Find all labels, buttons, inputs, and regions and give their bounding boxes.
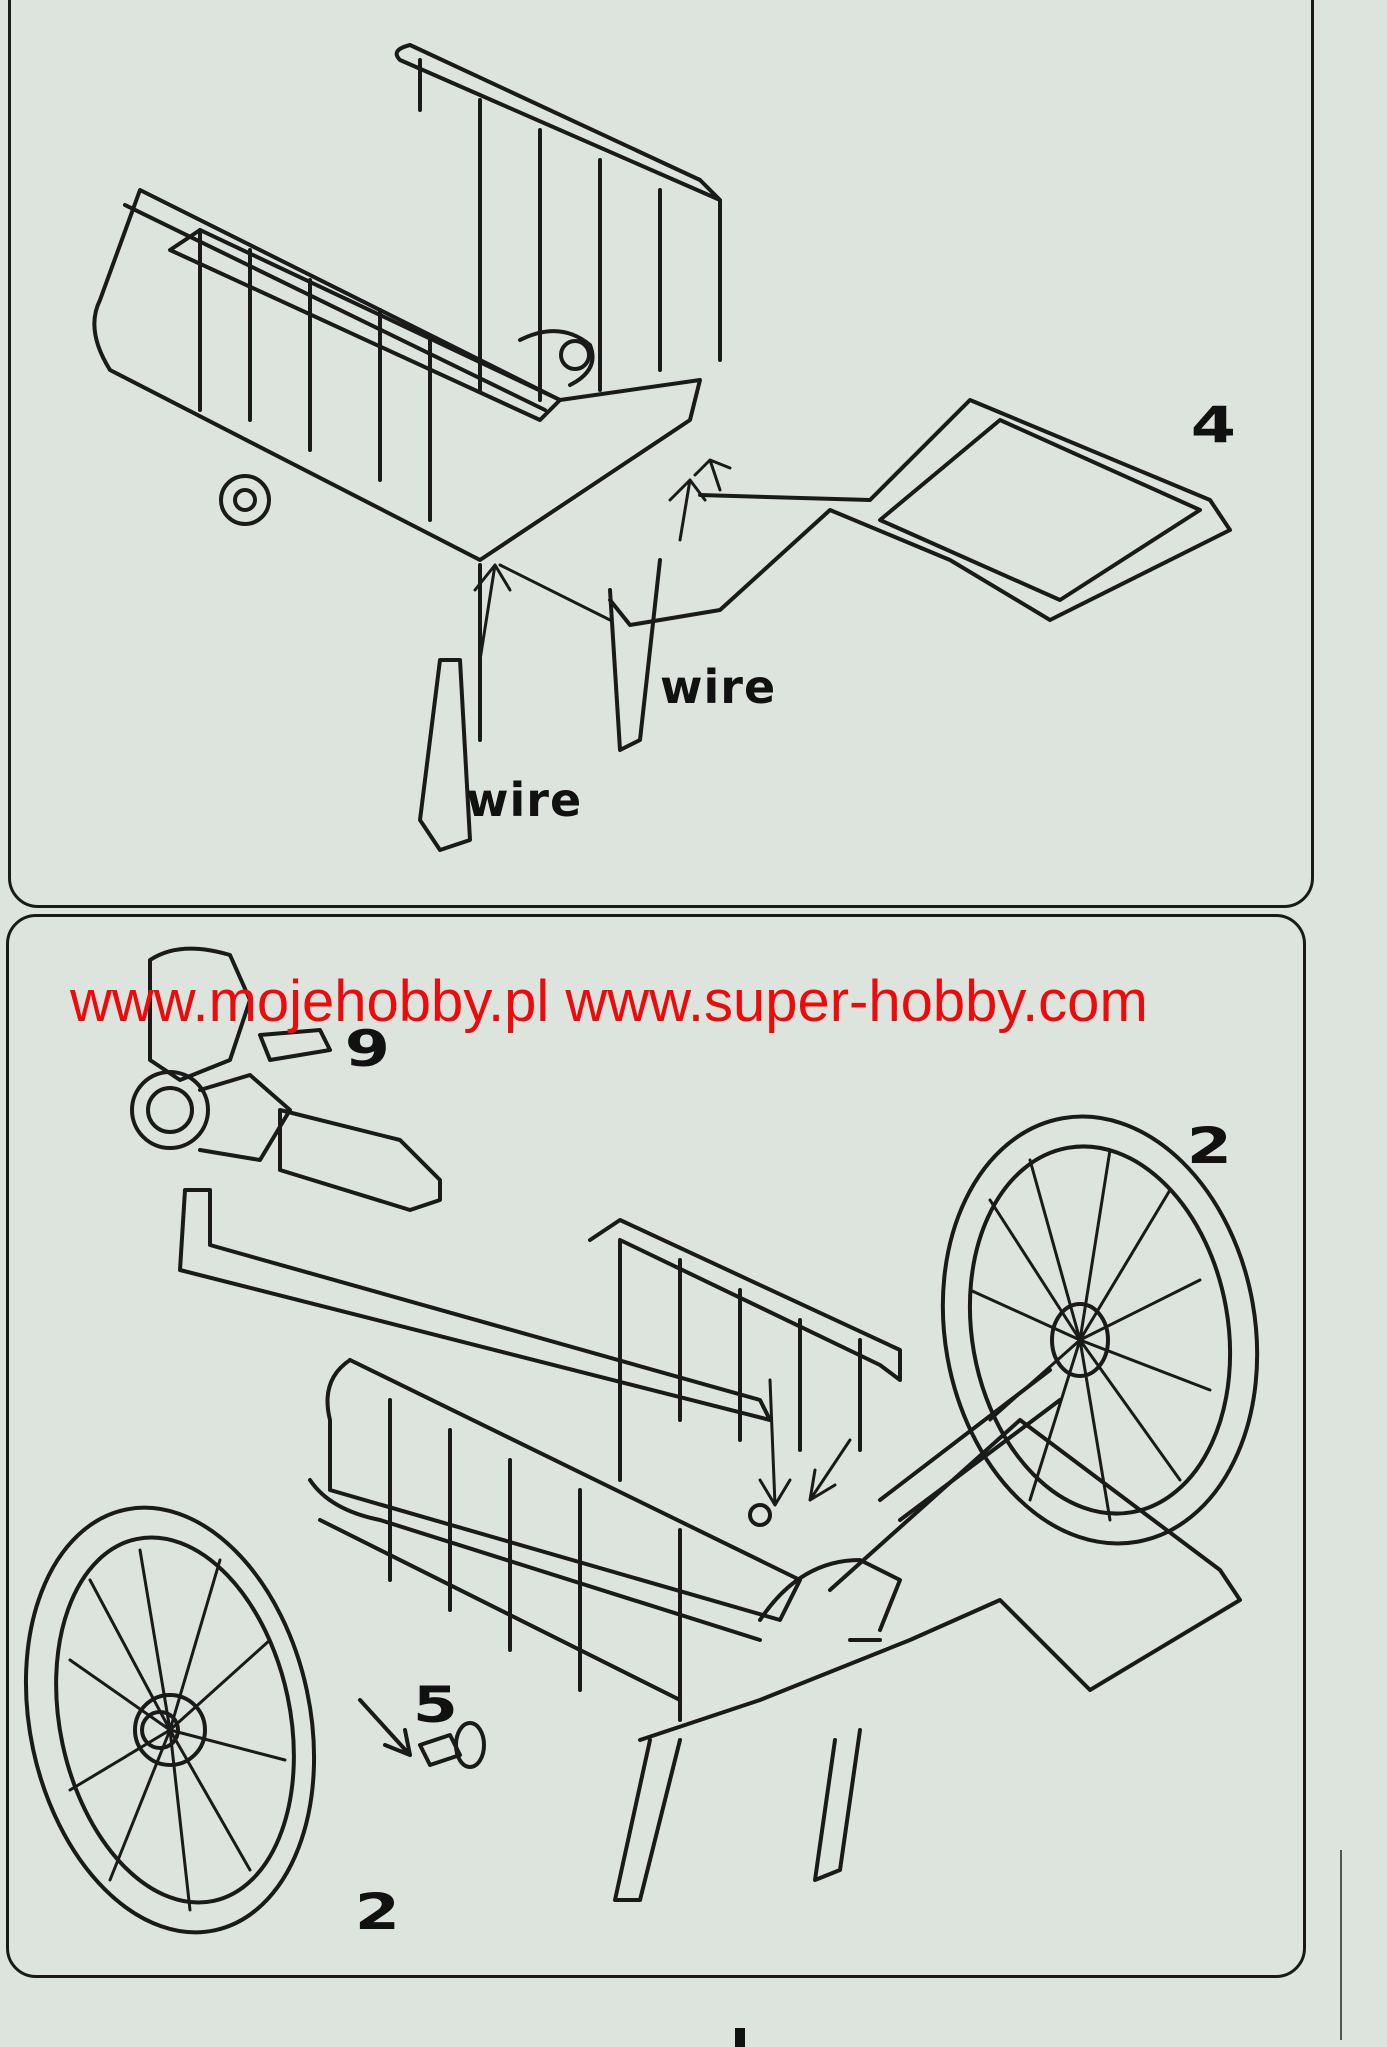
cart-frame-bottom xyxy=(308,1218,1242,1902)
wheel-left xyxy=(23,1505,317,1935)
page-mark xyxy=(735,2028,745,2047)
wheel-right xyxy=(940,1114,1260,1546)
part-number-wheel-right: 2 xyxy=(1186,1117,1233,1175)
step-panel-top xyxy=(8,0,1314,908)
arrows-bottom xyxy=(758,1378,852,1507)
engine-part xyxy=(130,946,442,1212)
exhaust-pipe xyxy=(178,1188,772,1422)
arrows-top xyxy=(473,458,732,662)
watermark-text: www.mojehobby.pl www.super-hobby.com xyxy=(70,969,1148,1034)
part-number-wheel-left: 2 xyxy=(354,1883,401,1941)
axle-part xyxy=(358,1698,486,1769)
wire-label-left: wire xyxy=(466,773,583,827)
step-panel-bottom xyxy=(6,914,1306,1978)
part-number-axle: 5 xyxy=(412,1676,459,1734)
part-number-4: 4 xyxy=(1190,396,1237,454)
wire-label-right: wire xyxy=(660,660,777,714)
part-number-engine: 9 xyxy=(344,1020,391,1078)
cart-frame-top xyxy=(92,43,1232,852)
page-edge-line xyxy=(1340,1850,1342,2040)
